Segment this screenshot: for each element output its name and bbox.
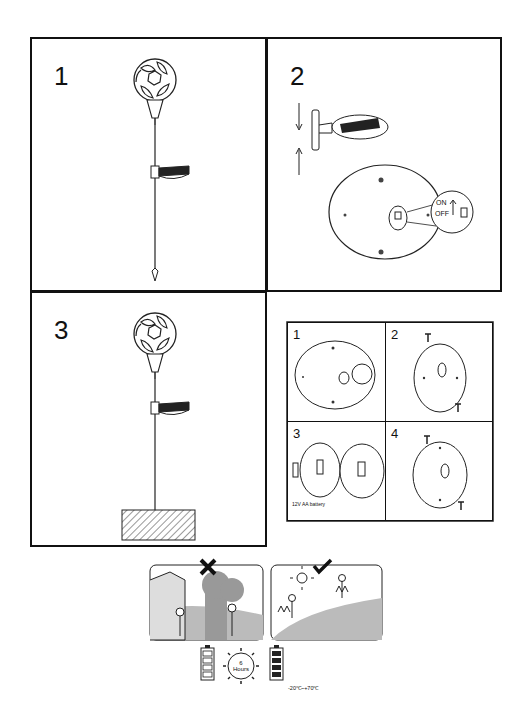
label-text: -20℃~+70℃ [288, 686, 319, 692]
step-panel: 1 [30, 37, 267, 292]
step-number: 2 [290, 63, 304, 89]
step-number: 1 [54, 63, 68, 89]
step-number: 1 [293, 328, 300, 341]
step-number: 3 [293, 427, 300, 440]
label-text: ON [436, 199, 447, 206]
sub-step-panel: 2 [385, 322, 493, 422]
sub-step-panel: 1 [287, 322, 386, 422]
sub-step-panel: 4 [385, 421, 493, 521]
step-number: 3 [54, 317, 68, 343]
battery-note: 12V AA battery [292, 502, 325, 507]
step-panel: 2 [266, 37, 502, 292]
label-text: 6 Hours [231, 660, 251, 672]
step-number: 4 [391, 427, 398, 440]
label-text: OFF [435, 210, 449, 217]
step-number: 2 [391, 328, 398, 341]
sub-step-panel: 3 12V AA battery [287, 421, 386, 521]
step-panel: 3 [30, 291, 267, 547]
